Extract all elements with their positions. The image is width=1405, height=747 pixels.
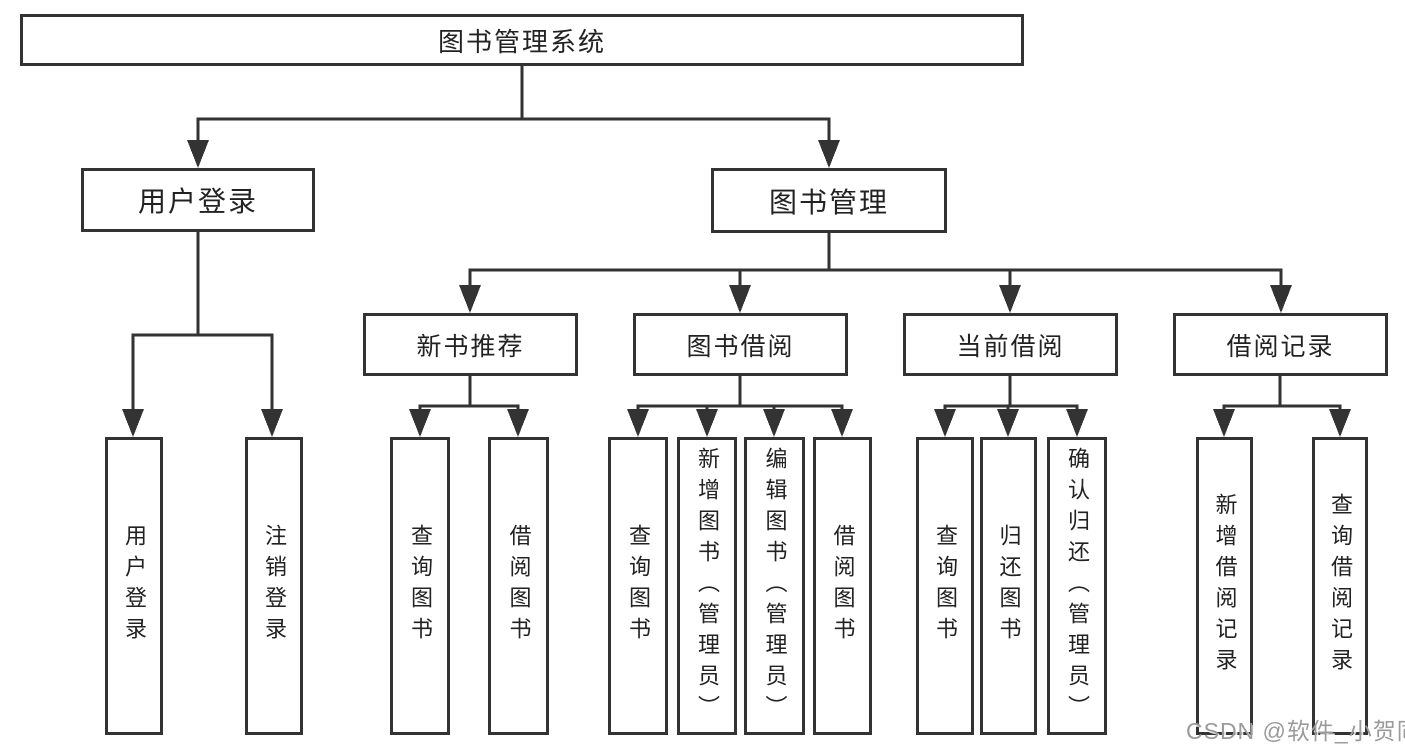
node-user-login: 用户登录 (105, 437, 163, 735)
node-label: 用户登录 (137, 186, 258, 217)
node-label: 新增借阅记录 (1212, 493, 1238, 679)
node-label: 图书借阅 (686, 332, 795, 361)
node-new-book-recommendation: 新书推荐 (363, 313, 578, 376)
node-borrow-books: 借阅图书 (813, 437, 872, 735)
node-label: 用户登录 (122, 524, 147, 648)
node-label: 确认归还（管理员） (1065, 446, 1090, 726)
node-book-borrowing: 图书借阅 (633, 313, 848, 376)
node-logout: 注销登录 (245, 437, 303, 735)
node-label: 借阅图书 (830, 524, 856, 648)
node-label: 归还图书 (996, 524, 1022, 648)
node-label: 新书推荐 (416, 332, 525, 361)
node-query-borrow-record: 查询借阅记录 (1312, 437, 1368, 735)
node-label: 图书管理 (768, 186, 889, 218)
node-add-borrow-record: 新增借阅记录 (1196, 437, 1253, 735)
node-user-login-group: 用户登录 (81, 168, 315, 232)
node-query-books-current: 查询图书 (916, 437, 974, 735)
node-label: 查询借阅记录 (1328, 493, 1353, 679)
node-label: 借阅记录 (1226, 332, 1335, 361)
node-label: 编辑图书（管理员） (762, 446, 788, 726)
node-label: 注销登录 (262, 524, 287, 648)
node-library-management-system: 图书管理系统 (20, 14, 1024, 66)
node-query-books-borrowing: 查询图书 (608, 437, 668, 735)
node-confirm-return-admin: 确认归还（管理员） (1047, 437, 1107, 735)
node-label: 图书管理系统 (437, 26, 606, 57)
node-label: 当前借阅 (956, 332, 1065, 361)
node-borrowing-records: 借阅记录 (1173, 313, 1388, 376)
node-label: 查询图书 (933, 524, 958, 648)
node-label: 借阅图书 (506, 524, 532, 648)
node-current-borrowing: 当前借阅 (903, 313, 1118, 376)
node-query-books-recommend: 查询图书 (390, 437, 450, 735)
node-label: 新增图书（管理员） (695, 446, 720, 726)
node-edit-book-admin: 编辑图书（管理员） (744, 437, 805, 735)
watermark: CSDN @软件_小贺同学 (1186, 718, 1405, 744)
node-book-management: 图书管理 (711, 168, 947, 233)
node-return-books: 归还图书 (980, 437, 1037, 735)
node-add-book-admin: 新增图书（管理员） (677, 437, 737, 735)
node-label: 查询图书 (408, 524, 433, 648)
node-label: 查询图书 (626, 524, 651, 648)
node-borrow-books-recommend: 借阅图书 (488, 437, 549, 735)
